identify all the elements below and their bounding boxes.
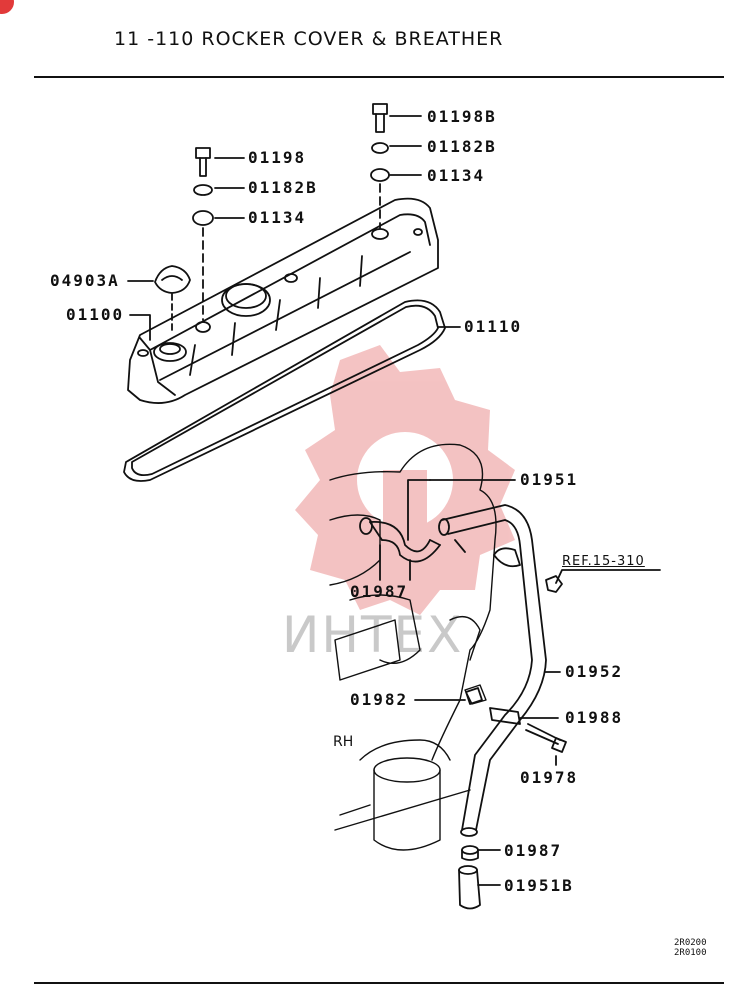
ref-label: REF.15-310 (562, 554, 645, 569)
page-title: 11 -110 ROCKER COVER & BREATHER (114, 28, 504, 50)
label-01134-top: 01134 (427, 166, 486, 185)
bolt-01978 (525, 723, 567, 753)
clip (493, 547, 521, 568)
rocker-cover (127, 197, 439, 404)
label-01978: 01978 (520, 768, 579, 787)
label-01182B-top: 01182B (427, 137, 497, 156)
oil-cap-04903A (154, 265, 191, 331)
label-01100: 01100 (66, 305, 125, 324)
footer-code-1: 2R0200 (674, 938, 707, 948)
label-01952: 01952 (565, 662, 624, 681)
label-01198: 01198 (248, 148, 307, 167)
top-divider (34, 76, 724, 78)
label-01182B: 01182B (248, 178, 318, 197)
hose-01951 (359, 517, 441, 563)
label-01987-bottom: 01987 (504, 841, 563, 860)
clamp-01988 (489, 707, 521, 725)
label-01951: 01951 (520, 470, 579, 489)
label-01951B: 01951B (504, 876, 574, 895)
nut-ref (545, 575, 563, 593)
grommet-01134 (192, 210, 214, 226)
washer-01182B-top (371, 142, 389, 154)
cover-gasket (123, 299, 446, 482)
label-01987-top: 01987 (350, 582, 409, 601)
side-label: RH (333, 734, 354, 750)
grommet-01134-top (370, 168, 390, 182)
bottom-divider (34, 982, 724, 984)
hose-01952 (438, 504, 547, 837)
label-01134: 01134 (248, 208, 307, 227)
label-01198B: 01198B (427, 107, 497, 126)
washer-01182B (193, 184, 213, 196)
label-01982: 01982 (350, 690, 409, 709)
fitting-01982 (465, 687, 483, 705)
hose-01987-bottom (461, 845, 479, 861)
bolt-01198B (372, 103, 388, 133)
label-01110: 01110 (464, 317, 523, 336)
label-01988: 01988 (565, 708, 624, 727)
bolt-01198 (195, 147, 211, 177)
hose-01951B (458, 865, 481, 910)
label-04903A: 04903A (50, 271, 120, 290)
footer-code-2: 2R0100 (674, 948, 707, 958)
watermark-text: ИНТЕХ (282, 606, 464, 664)
